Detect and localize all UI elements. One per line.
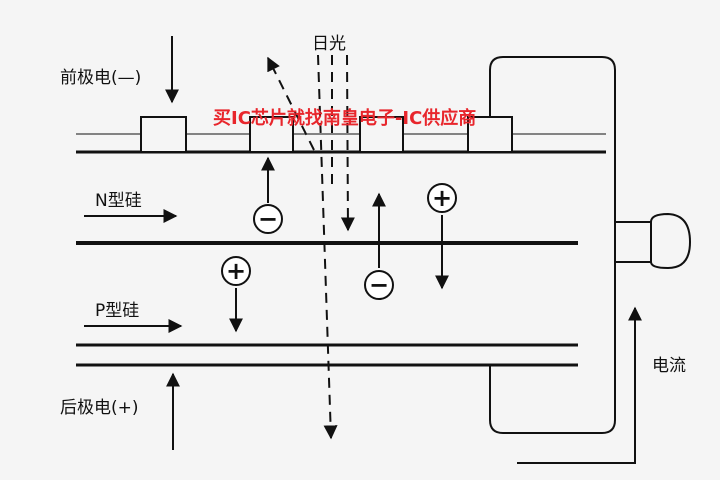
n-silicon-label: N型硅: [95, 191, 142, 211]
hole-charge-1: +: [427, 183, 457, 213]
lamp-socket: [614, 221, 652, 263]
electron-symbol-2: −: [369, 271, 389, 299]
hole-symbol-2: +: [226, 257, 246, 285]
hole-charge-2: +: [221, 256, 251, 286]
electron-symbol-1: −: [258, 205, 278, 233]
p-silicon-label: P型硅: [95, 301, 140, 321]
front-electrode-label: 前极电(—): [60, 68, 142, 88]
electrode-contact-4: [467, 116, 513, 153]
electron-charge-2: −: [364, 270, 394, 300]
current-label: 电流: [652, 356, 686, 376]
sunlight-label: 日光: [312, 34, 346, 54]
electrode-contact-2: [249, 116, 294, 153]
back-electrode-label: 后极电(+): [60, 398, 139, 418]
current-arrow: [517, 306, 642, 464]
electrode-contact-1: [140, 116, 187, 153]
electron-charge-1: −: [253, 204, 283, 234]
sunlight-ray-1: [317, 54, 338, 440]
sunlight-ray-3: [340, 54, 355, 232]
electrode-contact-3: [359, 116, 404, 153]
lamp-bulb: [650, 212, 692, 270]
reflected-light-ray: [267, 56, 315, 151]
watermark-text: 买IC芯片就找南皇电子-IC供应商: [213, 108, 477, 129]
hole-symbol-1: +: [432, 184, 452, 212]
